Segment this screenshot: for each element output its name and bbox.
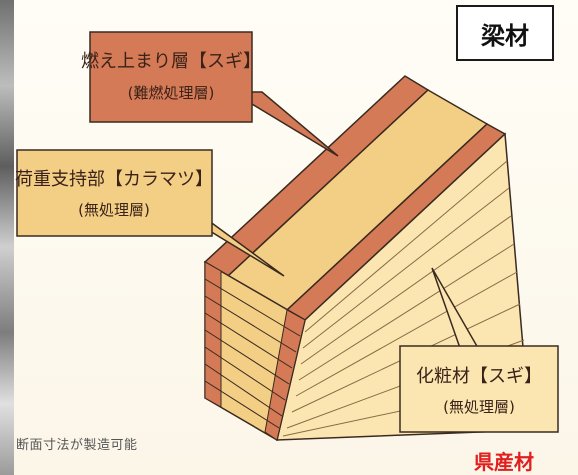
photo-strip (0, 0, 14, 475)
finish-layer-name: 化粧材【スギ】 (416, 366, 542, 387)
fire-layer-note: (難燃処理層) (128, 84, 215, 102)
page-title: 梁材 (456, 5, 554, 61)
load-layer-callout: 荷重支持部【カラマツ】 (無処理層) (15, 149, 285, 277)
origin-label: 県産材 (474, 450, 534, 474)
fire-layer-name: 燃え上まり層【スギ】 (81, 51, 261, 72)
footer-note: 断面寸法が製造可能 (16, 438, 138, 453)
fire-layer-box (89, 31, 253, 123)
load-layer-name: 荷重支持部【カラマツ】 (15, 169, 213, 190)
finish-layer-box (399, 345, 559, 433)
load-layer-box (16, 149, 213, 237)
finish-layer-callout: 化粧材【スギ】 (無処理層) (399, 267, 559, 433)
beam-top-face (203, 75, 507, 321)
finish-layer-note: (無処理層) (443, 398, 515, 416)
fire-layer-callout: 燃え上まり層【スギ】 (難燃処理層) (81, 31, 339, 157)
load-layer-note: (無処理層) (78, 201, 150, 219)
beam-end-face (204, 260, 306, 442)
